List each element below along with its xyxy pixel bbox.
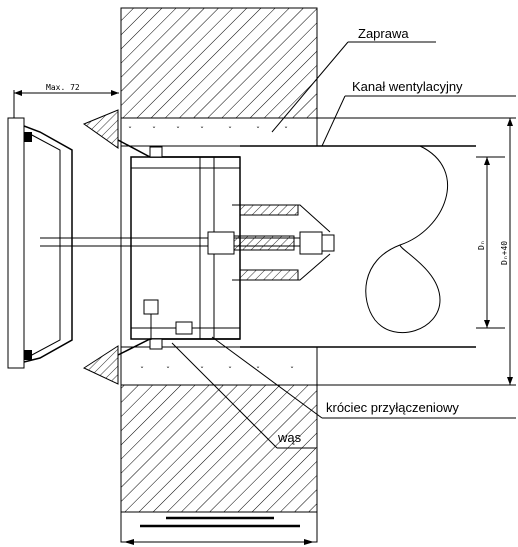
wall-thickness-marker <box>120 511 318 545</box>
label-whisker: wąs <box>277 430 302 445</box>
label-spigot: króciec przyłączeniowy <box>326 400 459 415</box>
svg-text:ˇ: ˇ <box>200 365 204 375</box>
svg-text:ˇ: ˇ <box>166 365 170 375</box>
svg-text:ˇ: ˇ <box>256 125 260 135</box>
outer-diameter-dimension: Dₙ+40 <box>317 117 516 386</box>
annotations: Zaprawa Kanał wentylacyjny króciec przył… <box>171 26 516 449</box>
max-dimension-label: Max. 72 <box>46 83 80 92</box>
wall <box>120 7 318 513</box>
label-mortar: Zaprawa <box>358 26 409 41</box>
svg-text:ˇ: ˇ <box>128 125 132 135</box>
diameter-dimension: Dₙ <box>476 156 505 329</box>
svg-text:ˇ: ˇ <box>152 125 156 135</box>
label-duct: Kanał wentylacyjny <box>352 79 463 94</box>
svg-text:ˇ: ˇ <box>290 365 294 375</box>
mortar: ˇ ˇ ˇ ˇ ˇ ˇ ˇ ˇ ˇ ˇ ˇ ˇ ˇ <box>120 117 318 386</box>
whisker <box>143 299 193 340</box>
svg-text:ˇ: ˇ <box>200 125 204 135</box>
outer-diameter-label: Dₙ+40 <box>500 241 509 265</box>
flange-gasket <box>82 109 119 385</box>
ventilation-duct <box>240 145 476 348</box>
svg-text:ˇ: ˇ <box>284 125 288 135</box>
mounting-rod <box>40 204 335 281</box>
svg-text:ˇ: ˇ <box>140 365 144 375</box>
svg-text:ˇ: ˇ <box>228 365 232 375</box>
inner-diameter-label: Dₙ <box>477 240 486 250</box>
svg-text:ˇ: ˇ <box>228 125 232 135</box>
svg-text:ˇ: ˇ <box>256 365 260 375</box>
ventilation-grille <box>7 117 73 369</box>
max-dimension: Max. 72 <box>13 83 119 118</box>
svg-text:ˇ: ˇ <box>176 125 180 135</box>
